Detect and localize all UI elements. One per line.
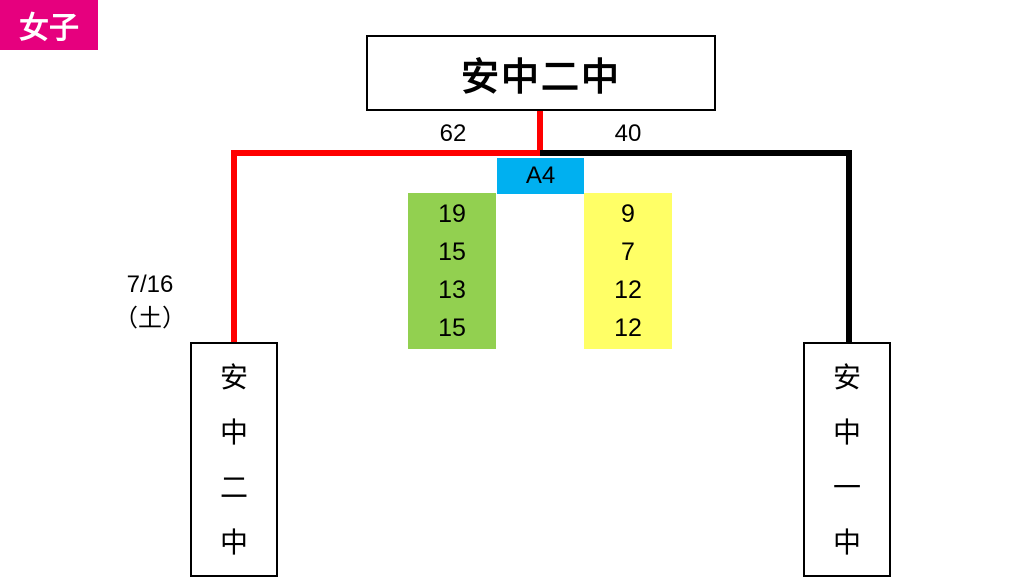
left-period-score: 13 xyxy=(438,275,466,304)
right-team-name-char: 一 xyxy=(832,471,861,505)
winner-box: 安中二中 xyxy=(366,35,716,111)
left-total-score: 62 xyxy=(439,120,467,147)
right-period-scores: 9 7 12 12 xyxy=(584,193,672,349)
left-team-name-char: 二 xyxy=(219,471,248,505)
left-period-score: 19 xyxy=(438,199,466,228)
winner-stem-line xyxy=(537,111,543,155)
left-horizontal-line xyxy=(231,150,543,156)
right-period-score: 7 xyxy=(621,237,635,266)
match-date: 7/16 （土） xyxy=(100,268,200,336)
right-team-name-char: 中 xyxy=(832,415,861,449)
left-team-name-char: 中 xyxy=(219,415,248,449)
left-vertical-line xyxy=(231,150,237,343)
match-date-weekday: （土） xyxy=(114,305,186,332)
left-period-scores: 19 15 13 15 xyxy=(408,193,496,349)
left-period-score: 15 xyxy=(438,237,466,266)
right-period-score: 12 xyxy=(614,313,642,342)
left-period-score: 15 xyxy=(438,313,466,342)
right-total-score: 40 xyxy=(614,120,642,147)
left-team-box: 安 中 二 中 xyxy=(190,342,278,577)
right-period-score: 12 xyxy=(614,275,642,304)
right-team-name-char: 安 xyxy=(832,360,861,394)
category-tag: 女子 xyxy=(0,0,98,50)
match-date-day: 7/16 xyxy=(126,271,174,298)
right-team-name-char: 中 xyxy=(832,526,861,560)
right-vertical-line xyxy=(846,150,852,343)
left-team-name-char: 中 xyxy=(219,526,248,560)
left-team-name-char: 安 xyxy=(219,360,248,394)
match-code-badge: A4 xyxy=(497,158,584,194)
right-horizontal-line xyxy=(540,150,852,156)
right-period-score: 9 xyxy=(621,199,635,228)
right-team-box: 安 中 一 中 xyxy=(803,342,891,577)
